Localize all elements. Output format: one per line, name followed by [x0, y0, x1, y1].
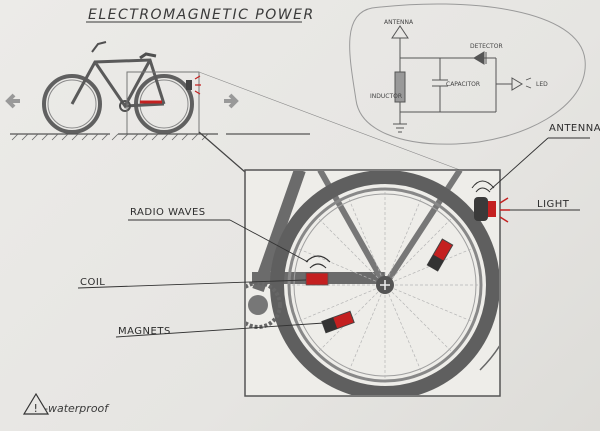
coil-component — [305, 272, 329, 286]
warning-icon: ! — [22, 392, 50, 415]
light-rays-icon — [499, 197, 510, 223]
label-coil: COIL — [80, 277, 105, 288]
circuit-led-label: LED — [536, 81, 548, 88]
label-magnets: MAGNETS — [118, 326, 171, 337]
waterproof-note: -waterproof — [44, 402, 110, 415]
magnet-lower — [321, 310, 355, 334]
light-unit — [471, 180, 510, 223]
magnet-upper — [426, 238, 454, 272]
label-antenna: ANTENNA — [549, 123, 600, 134]
zoom-line-left — [198, 131, 246, 173]
circuit-capacitor-label: CAPACITOR — [446, 81, 480, 88]
label-radio-waves: RADIO WAVES — [130, 207, 206, 218]
label-light: LIGHT — [537, 199, 570, 210]
leader-coil — [77, 279, 307, 289]
page-title: ELECTROMAGNETIC POWER — [88, 7, 315, 23]
overview-bicycle — [42, 41, 194, 134]
circuit-antenna-label: ANTENNA — [384, 19, 414, 26]
leader-antenna — [489, 137, 549, 191]
detail-box — [244, 169, 510, 397]
antenna-signal-icon — [471, 180, 495, 193]
radio-waves-icon — [305, 255, 331, 269]
overview-light-icon — [186, 75, 201, 95]
circuit-detector-label: DETECTOR — [470, 43, 503, 50]
left-arrow-icon — [5, 93, 20, 109]
right-arrow-icon — [224, 93, 239, 109]
rotation-arrow-icon — [479, 345, 499, 371]
detail-wheel-assembly — [246, 171, 499, 395]
circuit-inductor-label: INDUCTOR — [370, 93, 402, 100]
circuit-schematic — [391, 25, 532, 133]
circuit-bubble — [349, 3, 586, 145]
ground-hatch — [11, 133, 209, 141]
zoom-line-right — [198, 71, 461, 171]
warning-symbol: ! — [34, 402, 38, 415]
leader-magnets — [115, 322, 325, 338]
